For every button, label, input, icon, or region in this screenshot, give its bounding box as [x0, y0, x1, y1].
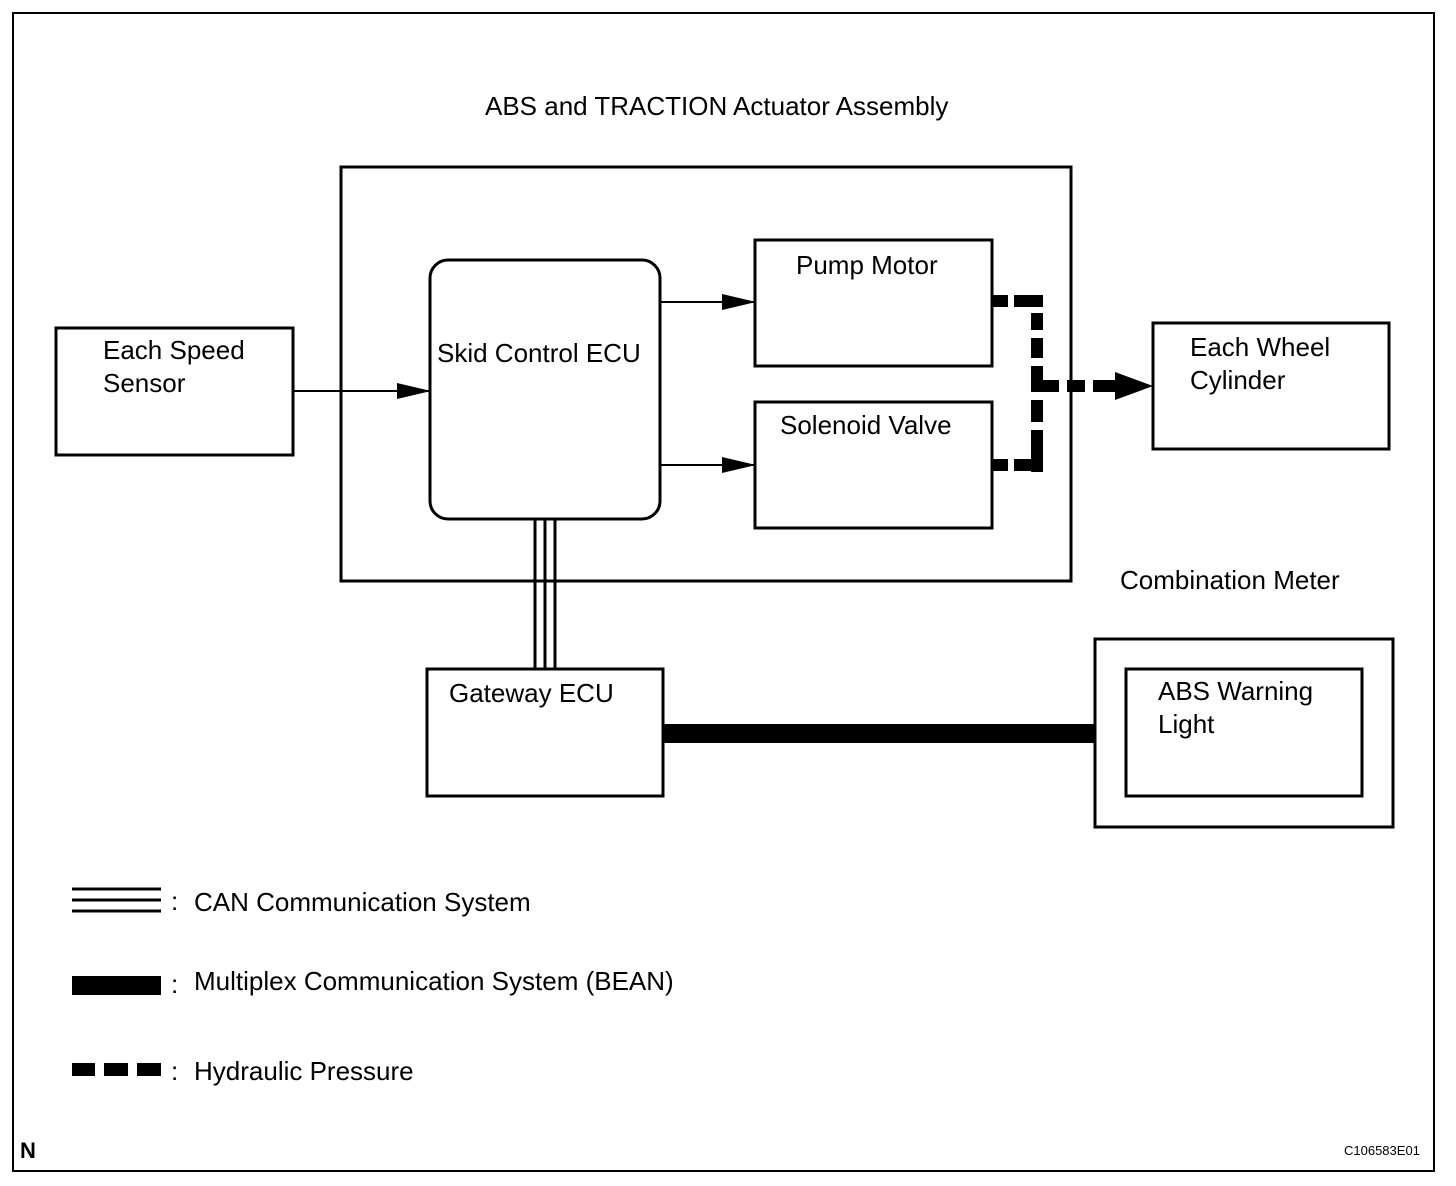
- legend-can-separator: :: [171, 886, 179, 916]
- wheel-cylinder-label: Each Wheel Cylinder: [1190, 332, 1331, 395]
- gateway-ecu-label: Gateway ECU: [449, 678, 614, 708]
- can-bus-line: [533, 519, 557, 669]
- hydraulic-pressure-line: [992, 295, 1153, 472]
- skid-control-ecu-box: [428, 258, 662, 521]
- legend-hydraulic-swatch: [72, 1063, 161, 1076]
- combination-meter-label: Combination Meter: [1120, 565, 1340, 595]
- pump-motor-label: Pump Motor: [796, 250, 938, 280]
- skid-control-ecu-label: Skid Control ECU: [437, 338, 641, 368]
- legend-hydraulic-separator: :: [171, 1056, 179, 1086]
- legend-bean-label: Multiplex Communication System (BEAN): [194, 966, 674, 996]
- legend-can-label: CAN Communication System: [194, 887, 531, 917]
- figure-code: C106583E01: [1344, 1143, 1420, 1158]
- legend-bean-separator: :: [171, 969, 179, 999]
- page-frame: [12, 12, 1435, 1172]
- diagram-title: ABS and TRACTION Actuator Assembly: [485, 91, 949, 121]
- corner-letter: N: [20, 1138, 36, 1163]
- solenoid-valve-label: Solenoid Valve: [780, 410, 952, 440]
- legend-can-swatch: [72, 887, 161, 913]
- actuator-assembly-box: [339, 165, 1073, 583]
- abs-warning-light-label: ABS Warning Light: [1158, 676, 1314, 739]
- bean-bus-line: [663, 724, 1095, 743]
- legend-bean-swatch: [72, 976, 161, 995]
- speed-sensor-label: Each Speed Sensor: [103, 335, 245, 398]
- legend-hydraulic-label: Hydraulic Pressure: [194, 1056, 414, 1086]
- abs-warning-light-box: [1124, 667, 1364, 798]
